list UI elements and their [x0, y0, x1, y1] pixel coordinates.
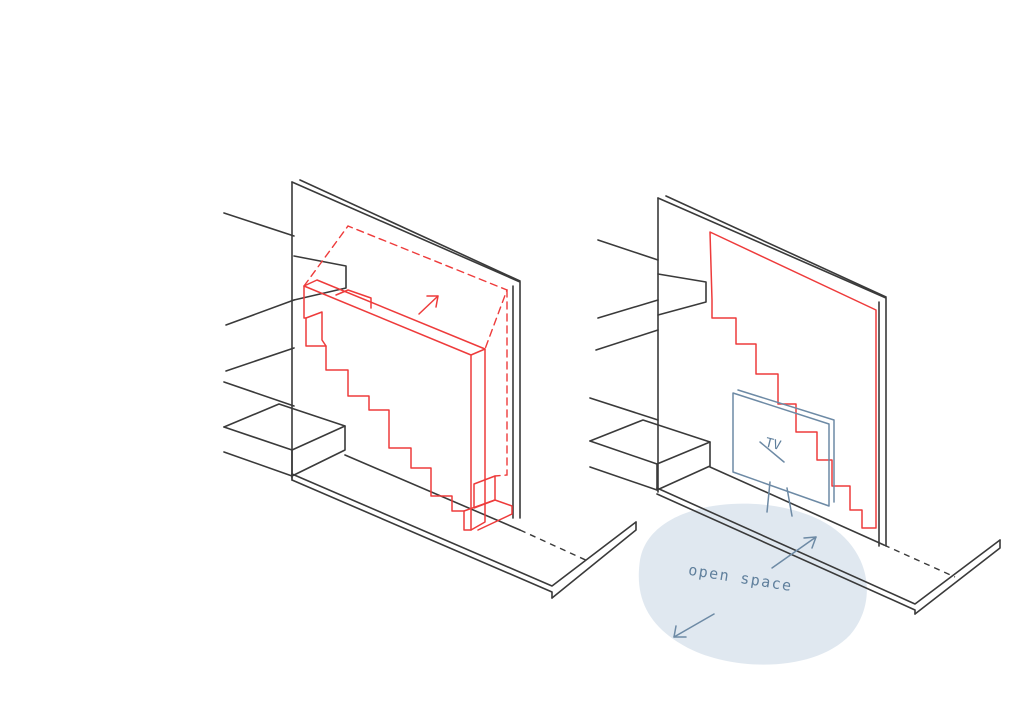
open-space-arrow-up-icon — [771, 536, 817, 569]
tv-label: TV — [764, 436, 783, 454]
left-floor-slab — [291, 454, 637, 599]
left-sketch — [223, 179, 637, 599]
right-stair-outline — [709, 231, 877, 529]
left-floor-planes — [223, 212, 347, 407]
left-bench — [223, 403, 346, 477]
right-wall — [657, 195, 887, 547]
open-space-arrow-down-icon — [673, 613, 715, 638]
left-wall — [291, 179, 521, 519]
right-floor-planes — [589, 239, 707, 421]
left-stair-volume — [303, 225, 513, 531]
right-sketch: TV open space — [589, 195, 1001, 665]
right-floor-slab — [656, 466, 1001, 615]
right-bench — [589, 419, 711, 491]
left-arrow-icon — [418, 295, 439, 315]
tv-screen: TV — [732, 389, 835, 517]
